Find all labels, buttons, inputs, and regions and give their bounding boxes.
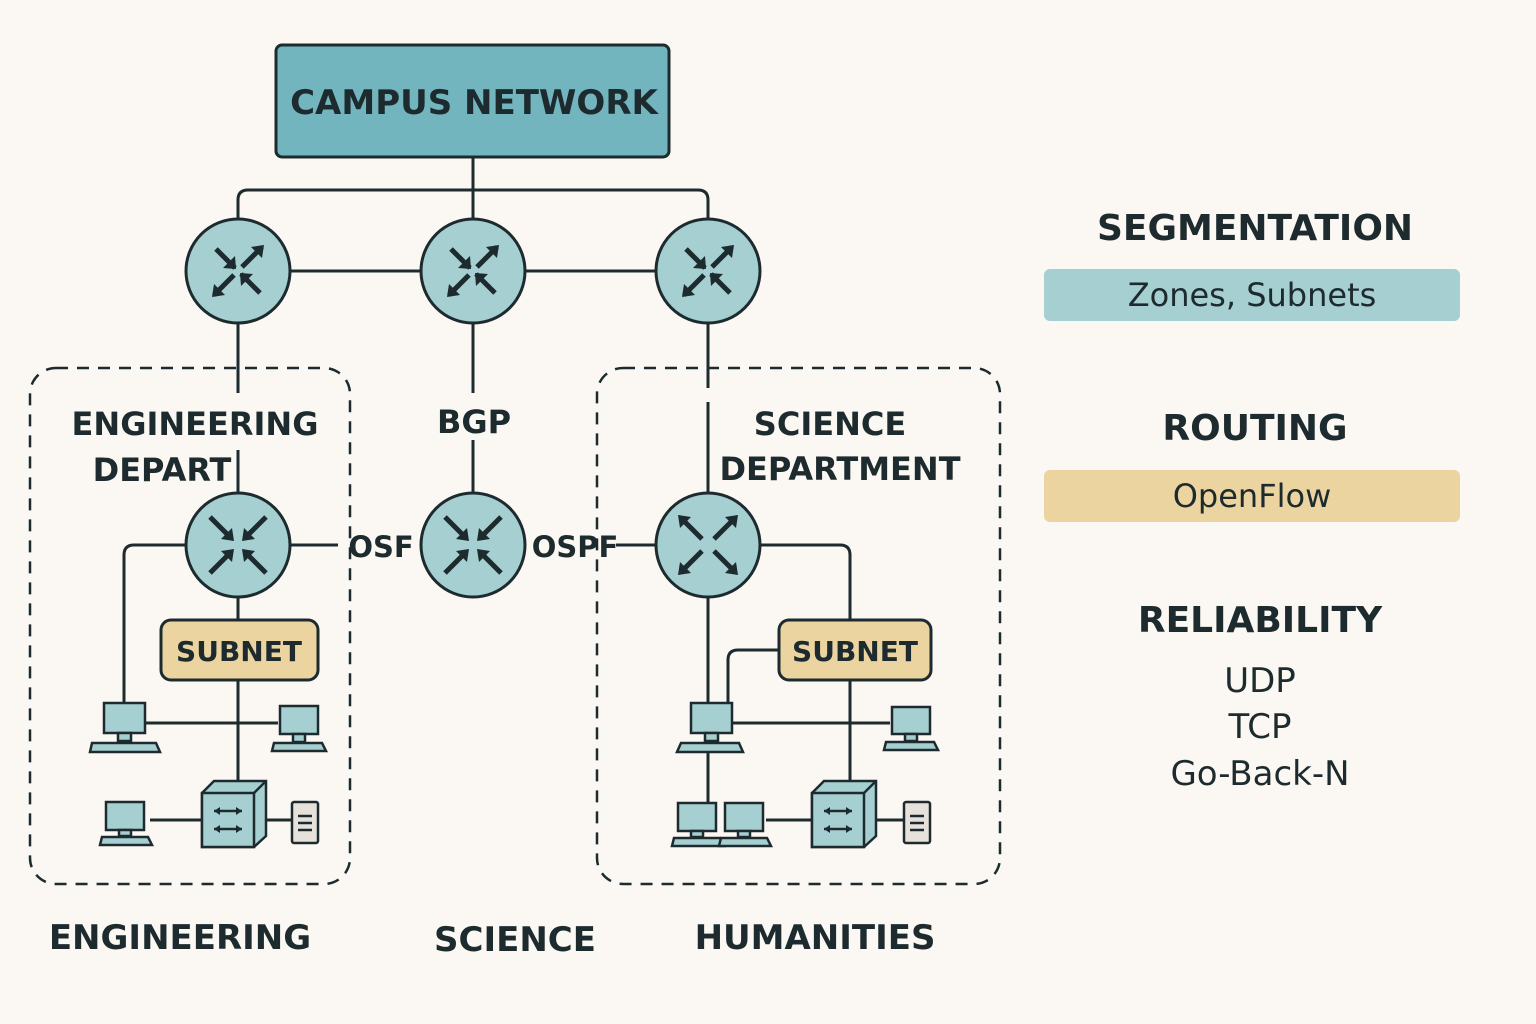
router-engineering[interactable] <box>184 491 292 599</box>
science-zone <box>595 366 1002 886</box>
ospf-label: OSPF <box>532 530 619 564</box>
workstation-icon[interactable] <box>717 801 774 848</box>
reliability-heading: RELIABILITY <box>1137 600 1383 641</box>
router-top-right[interactable] <box>654 217 762 325</box>
protocol-udp: UDP <box>1224 661 1296 701</box>
server-icon[interactable] <box>902 800 932 845</box>
router-arrows-icon <box>447 245 499 297</box>
subnet-box-right[interactable] <box>777 618 933 682</box>
osf-label: OSF <box>348 530 413 564</box>
engineering-dept-label-2: DEPART <box>93 451 232 489</box>
protocol-go-back-n: Go-Back-N <box>1170 754 1350 794</box>
workstation-icon[interactable] <box>675 701 745 754</box>
subnet-label-left: SUBNET <box>176 635 302 668</box>
router-inward-arrows-icon <box>208 515 268 575</box>
router-arrows-icon <box>682 245 734 297</box>
links <box>122 157 904 822</box>
workstation-icon[interactable] <box>670 801 727 848</box>
campus-network-box <box>274 43 671 159</box>
router-science[interactable] <box>654 491 762 599</box>
segmentation-value: Zones, Subnets <box>1044 269 1460 321</box>
routing-value: OpenFlow <box>1044 470 1460 522</box>
science-dept-label-1: SCIENCE <box>754 405 906 443</box>
router-top-left[interactable] <box>184 217 292 325</box>
routing-heading: ROUTING <box>1162 408 1348 449</box>
workstation-icon[interactable] <box>88 701 162 754</box>
router-outward-arrows-icon <box>678 515 738 575</box>
science-zone-label: SCIENCE <box>434 920 596 960</box>
router-top-center[interactable] <box>419 217 527 325</box>
bgp-label: BGP <box>437 403 511 441</box>
engineering-zone <box>28 366 352 886</box>
server-icon[interactable] <box>290 800 320 845</box>
subnet-box-left[interactable] <box>159 618 320 682</box>
switch-icon[interactable] <box>810 779 878 849</box>
router-bgp-core[interactable] <box>419 491 527 599</box>
science-dept-label-2: DEPARTMENT <box>719 450 960 488</box>
workstation-icon[interactable] <box>882 705 941 752</box>
segmentation-heading: SEGMENTATION <box>1096 208 1414 249</box>
protocol-tcp: TCP <box>1228 707 1292 747</box>
workstation-icon[interactable] <box>270 704 329 753</box>
switch-icon[interactable] <box>200 779 268 849</box>
engineering-zone-label: ENGINEERING <box>49 918 311 958</box>
engineering-dept-label-1: ENGINEERING <box>72 405 319 443</box>
workstation-icon[interactable] <box>98 800 155 847</box>
router-inward-arrows-icon <box>443 515 503 575</box>
campus-network-title: CAMPUS NETWORK <box>290 83 659 123</box>
subnet-label-right: SUBNET <box>792 635 918 668</box>
humanities-zone-label: HUMANITIES <box>695 918 936 958</box>
router-arrows-icon <box>212 245 264 297</box>
